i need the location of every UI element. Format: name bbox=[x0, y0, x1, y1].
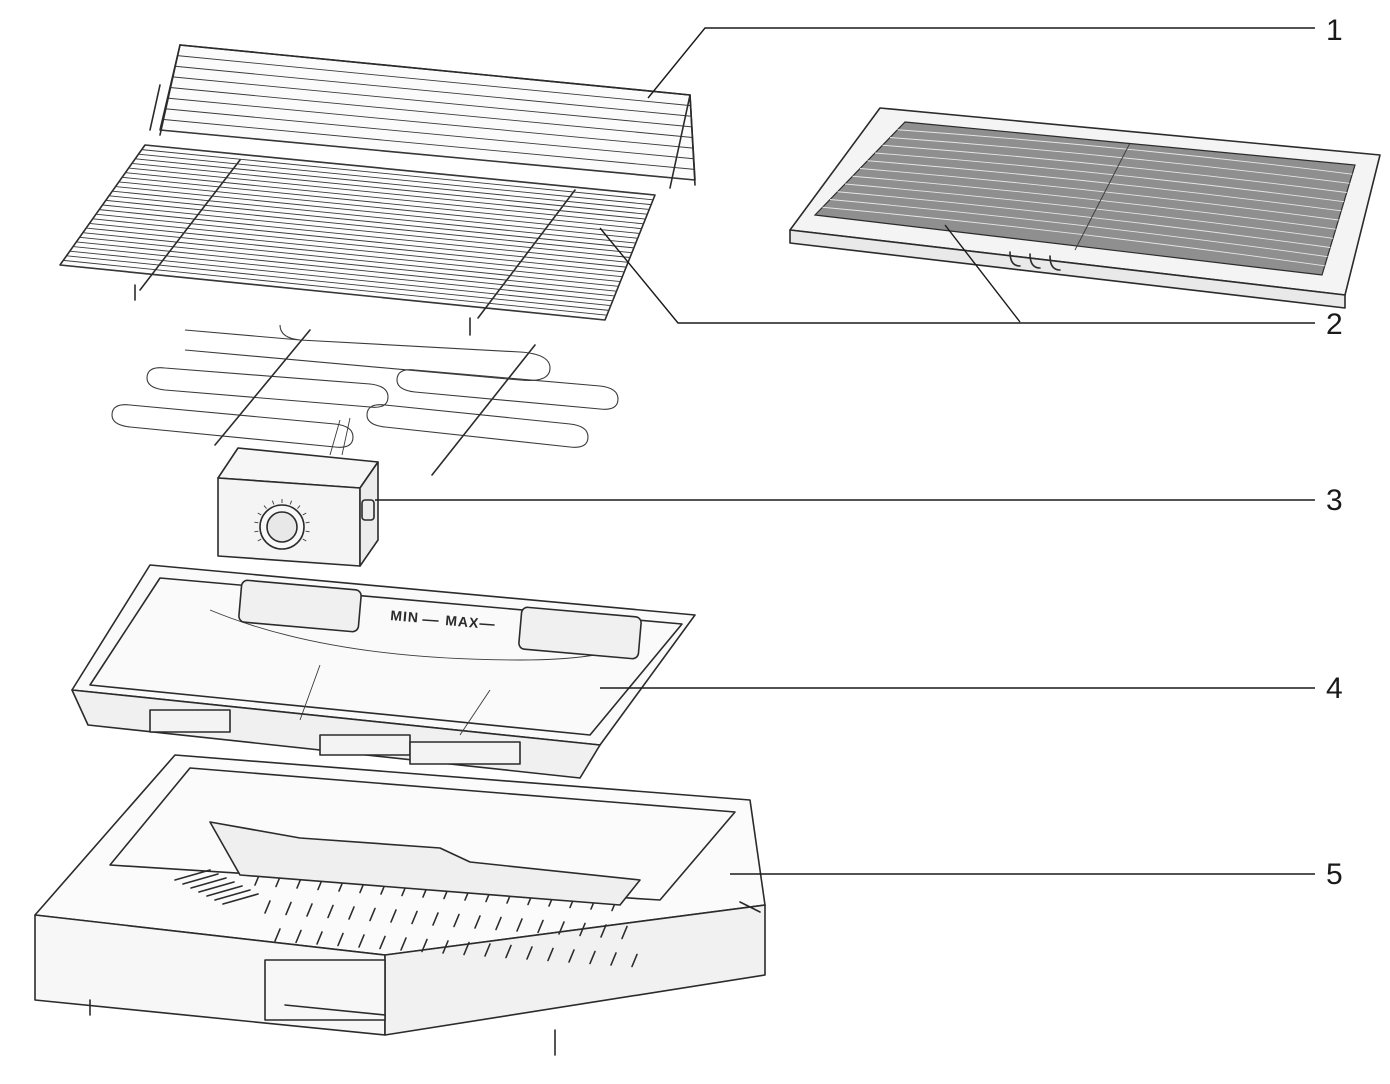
callout-numbers: 1 2 3 4 5 bbox=[1326, 14, 1343, 891]
thermostat-control bbox=[217, 447, 379, 567]
callout-line-1 bbox=[647, 27, 1315, 99]
callout-line-2a bbox=[599, 227, 1315, 324]
callout-line-2b bbox=[944, 224, 1021, 323]
callout-number-5: 5 bbox=[1326, 858, 1343, 891]
wire-rack bbox=[149, 44, 696, 189]
heating-element bbox=[111, 324, 619, 476]
drip-tray: MIN MAX bbox=[71, 564, 696, 779]
cooking-grid bbox=[59, 144, 656, 336]
callout-number-3: 3 bbox=[1326, 484, 1343, 517]
grill-plate bbox=[789, 107, 1381, 309]
tray-min-mark: MIN bbox=[390, 607, 420, 625]
callout-number-4: 4 bbox=[1326, 672, 1343, 705]
callout-number-2: 2 bbox=[1326, 308, 1343, 341]
callout-number-1: 1 bbox=[1326, 14, 1343, 47]
base-housing bbox=[34, 754, 766, 1056]
callout-lines bbox=[375, 27, 1315, 875]
tray-max-mark: MAX bbox=[445, 612, 480, 631]
